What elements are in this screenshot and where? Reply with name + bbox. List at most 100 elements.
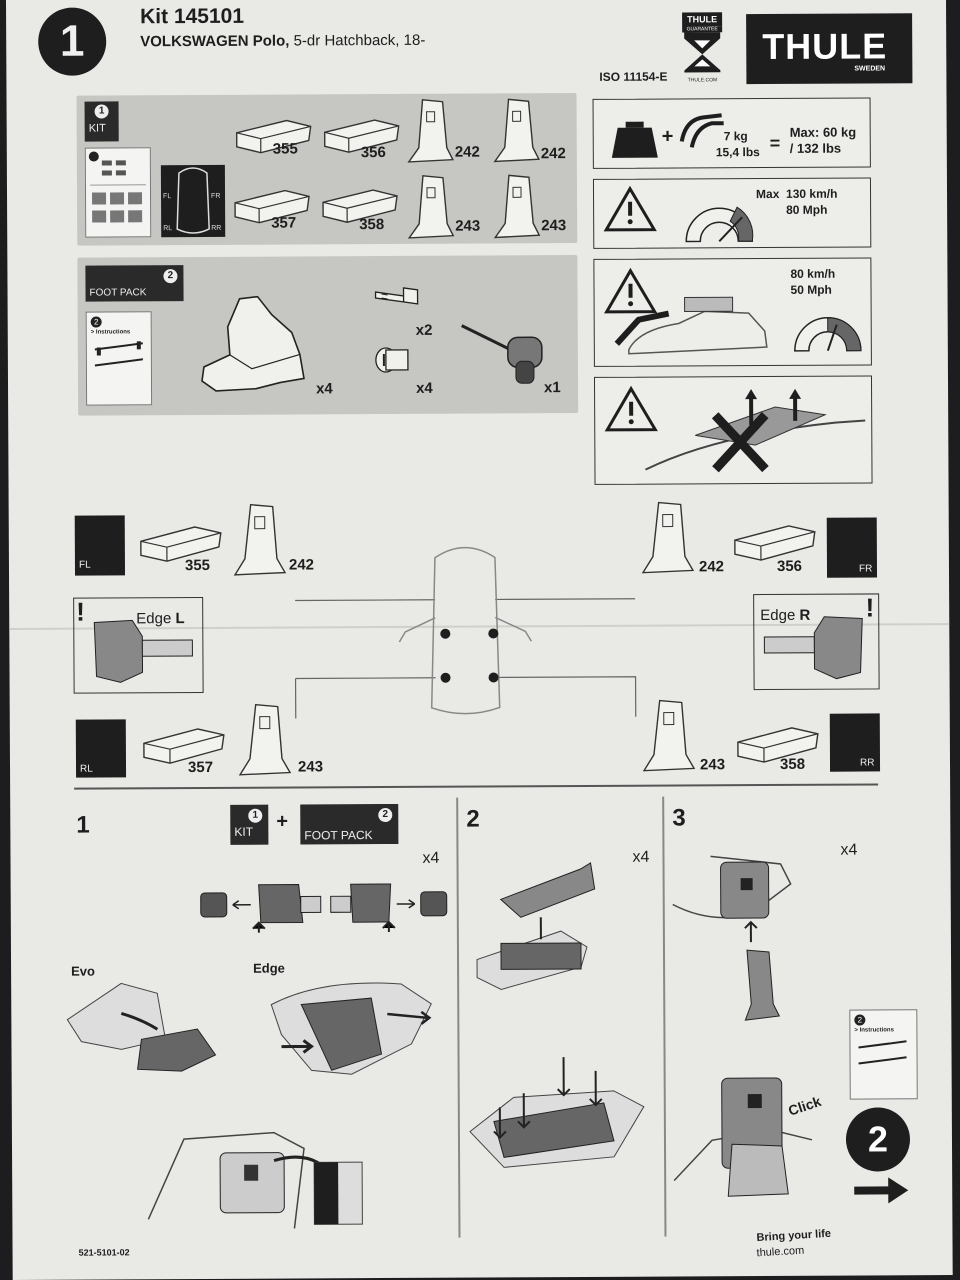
kit-pos-fl: FL xyxy=(163,193,172,201)
speed-max-label: Max xyxy=(755,186,780,202)
key-icon xyxy=(374,287,419,305)
booklet-parts-icon xyxy=(88,151,146,223)
foot-242b-icon xyxy=(493,98,540,163)
speed-mph: 80 Mph xyxy=(786,202,828,217)
warning-triangle-icon xyxy=(603,185,657,232)
step1-kit-num: 1 xyxy=(248,808,263,823)
speed-with-load-panel: 80 km/h 50 Mph xyxy=(593,257,872,367)
kit-badge-num: 1 xyxy=(94,104,109,119)
foot-pack-booklet-num: 2 xyxy=(90,316,102,328)
step3-number: 3 xyxy=(672,804,686,832)
step3-booklet-num: 2 xyxy=(854,1014,866,1026)
step1-edge-label: Edge xyxy=(253,960,285,976)
part-242b-label: 242 xyxy=(540,145,566,163)
step3-foot-attach-icon xyxy=(672,855,792,1021)
kit-pos-rr: RR xyxy=(211,224,222,232)
step3-roof-bars-icon xyxy=(858,1040,907,1065)
max-speed-panel: Max 130 km/h 80 Mph xyxy=(592,177,872,249)
rl-foot-icon xyxy=(238,703,292,776)
next-step-circle[interactable]: 2 xyxy=(845,1107,911,1172)
pad-357-icon xyxy=(234,189,310,224)
guarantee-badge-url: THULE.COM xyxy=(687,77,718,84)
step1-disassembly-icon xyxy=(200,883,448,933)
foot-pack-foot-icon xyxy=(201,295,305,392)
foot-pack-badge-label: FOOT PACK xyxy=(89,287,147,299)
rl-label: RL xyxy=(79,763,93,775)
vehicle-make-model: VOLKSWAGEN Polo, xyxy=(140,32,290,51)
fl-pad-code: 355 xyxy=(184,556,211,575)
step1-fp-num: 2 xyxy=(378,807,393,823)
fl-pad-icon xyxy=(140,526,222,562)
part-243b-label: 243 xyxy=(541,217,567,235)
kit-contents-box: 1 KIT FL FR RL RR 355 356 2 xyxy=(76,93,578,246)
part-242a-label: 242 xyxy=(454,143,480,161)
iso-standard: ISO 11154-E xyxy=(599,69,668,84)
rr-foot-icon xyxy=(642,699,696,772)
key-qty: x2 xyxy=(415,321,433,339)
step1-number: 1 xyxy=(76,811,90,839)
kit-badge-label: KIT xyxy=(88,122,106,135)
hourglass-icon xyxy=(684,32,721,73)
foot-242a-icon xyxy=(407,99,454,163)
website[interactable]: thule.com xyxy=(756,1244,805,1260)
fl-foot-icon xyxy=(233,503,287,576)
load-max: Max: 60 kg xyxy=(789,124,857,140)
edge-r-foot-icon xyxy=(763,616,863,680)
lock-qty: x4 xyxy=(415,379,433,397)
load-capacity-panel: + 7 kg 15,4 lbs = Max: 60 kg / 132 lbs xyxy=(592,97,871,169)
rr-position-tile: RR xyxy=(829,713,881,772)
lock-cylinder-icon xyxy=(375,347,409,373)
part-355-label: 355 xyxy=(272,140,298,158)
car-top-icon xyxy=(176,167,210,234)
equals-sign: = xyxy=(769,132,781,154)
step3-booklet: 2 > Instructions xyxy=(849,1009,918,1100)
step-number-badge: 1 xyxy=(38,7,107,76)
kit-booklet-thumbnail xyxy=(84,147,152,238)
step-divider-2 xyxy=(662,796,666,1237)
step1-kit-badge: 1 KIT xyxy=(230,804,269,845)
speed2-kmh: 80 km/h xyxy=(790,266,836,281)
car-with-load-icon xyxy=(614,296,768,355)
vehicle-line: VOLKSWAGEN Polo, 5-dr Hatchback, 18- xyxy=(140,32,425,50)
step1-plus: + xyxy=(276,810,289,833)
part-356-label: 356 xyxy=(360,144,386,162)
fr-pad-icon xyxy=(734,525,816,561)
edge-l-foot-icon xyxy=(93,619,193,683)
weight-icon xyxy=(611,121,658,158)
rr-pad-code: 358 xyxy=(779,755,806,773)
rl-position-tile: RL xyxy=(75,719,127,778)
speedometer-icon-2 xyxy=(794,316,862,352)
fr-position-tile: FR xyxy=(826,517,878,578)
step1-foot-pack-badge: 2 FOOT PACK xyxy=(300,803,399,845)
tool-qty: x1 xyxy=(543,379,561,397)
kit-title: Kit 145101 xyxy=(140,4,245,29)
rr-label: RR xyxy=(859,757,875,769)
rl-foot-code: 243 xyxy=(297,758,324,776)
vehicle-detail: 5-dr Hatchback, 18- xyxy=(289,31,426,50)
rl-pad-icon xyxy=(143,728,225,764)
speed2-mph: 50 Mph xyxy=(790,282,832,297)
step1-install-illustration xyxy=(147,1131,363,1229)
next-arrow-icon[interactable] xyxy=(854,1177,909,1204)
no-lifting-panel xyxy=(593,375,873,485)
plus-sign: + xyxy=(661,125,674,148)
foot-243b-icon xyxy=(493,174,541,239)
roof-bar-pair-icon xyxy=(679,113,724,148)
brand-name: THULE xyxy=(762,25,888,68)
step3-qty: x4 xyxy=(840,841,858,859)
step2-pad-assembly-icon xyxy=(476,862,596,990)
kit-pos-rl: RL xyxy=(163,225,173,233)
pad-355-icon xyxy=(235,119,312,154)
step1-fp-label: FOOT PACK xyxy=(304,828,373,843)
step1-kit-label: KIT xyxy=(234,824,254,839)
foot-qty: x4 xyxy=(315,380,333,398)
step1-evo-label: Evo xyxy=(71,963,95,979)
step1-edge-illustration xyxy=(270,982,432,1075)
load-weight-lbs: 15,4 lbs xyxy=(715,145,760,160)
tagline: Bring your life xyxy=(756,1227,832,1245)
warning-triangle-icon-3 xyxy=(604,385,658,432)
brand-sub: SWEDEN xyxy=(854,65,886,73)
car-top-view-diagram xyxy=(294,546,637,719)
rr-foot-code: 243 xyxy=(699,756,726,774)
edge-l-box: ! Edge L xyxy=(73,597,204,694)
